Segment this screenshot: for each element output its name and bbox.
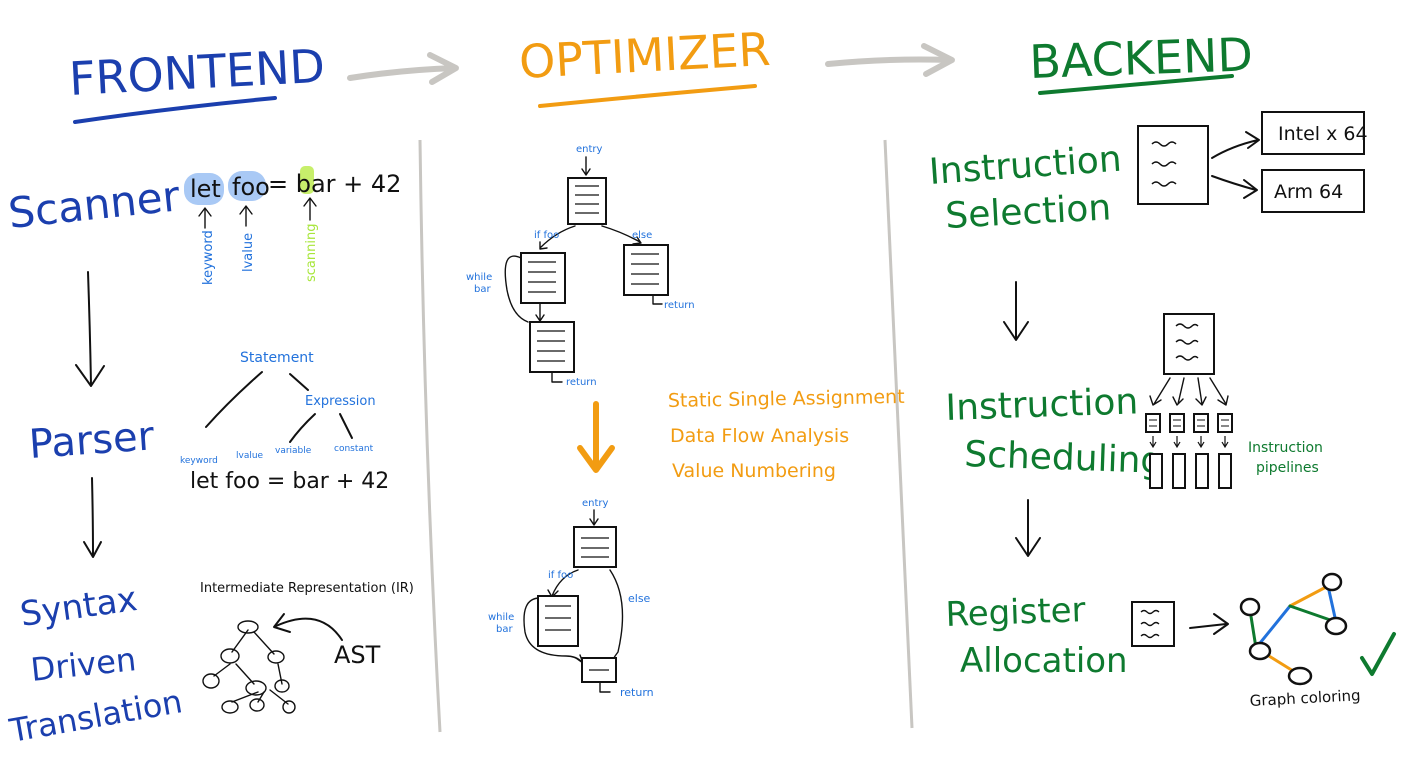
top-cfg-return-label-1: return xyxy=(664,300,695,311)
top-cfg-return-label-2: return xyxy=(566,377,597,388)
interference-graph xyxy=(1239,572,1348,686)
target-arm-label: Arm 64 xyxy=(1274,181,1343,203)
arrow-scanner-to-parser xyxy=(75,271,105,387)
bottom-cfg-while-line-1: while xyxy=(488,612,514,623)
scanner-title: Scanner xyxy=(6,171,183,238)
arrow-selection-to-scheduling xyxy=(1003,281,1029,341)
selection-title-line-1: Instruction xyxy=(928,139,1123,193)
allocation-title-line-1: Register xyxy=(945,590,1086,635)
ast-label: AST xyxy=(334,641,381,669)
bottom-cfg-else-label: else xyxy=(628,592,651,605)
sdt-title-line-2: Driven xyxy=(29,640,138,689)
ir-tree xyxy=(202,620,296,714)
bottom-cfg-block-if xyxy=(537,595,579,647)
allocation-title-line-2: Allocation xyxy=(960,641,1128,681)
top-cfg-block-exit xyxy=(529,321,575,373)
pipelines-label-line-1: Instruction xyxy=(1248,440,1323,456)
parse-variable: variable xyxy=(275,446,312,456)
scheduling-fan-arrows xyxy=(1149,377,1229,406)
target-intel: Intel x 64 xyxy=(1261,111,1368,155)
allocation-source-doc xyxy=(1131,601,1175,647)
sdt-title-line-3: Translation xyxy=(6,682,185,750)
parse-constant: constant xyxy=(334,444,374,454)
stage-title-backend: BACKEND xyxy=(1028,27,1253,89)
bottom-cfg-return-label: return xyxy=(620,686,654,699)
top-cfg-block-if xyxy=(520,252,566,304)
optimizer-underline xyxy=(538,84,757,108)
bottom-cfg-entry: entry xyxy=(582,498,609,509)
parser-code: let foo = bar + 42 xyxy=(190,469,389,494)
selection-title-line-2: Selection xyxy=(944,187,1112,237)
technique-ssa: Static Single Assignment xyxy=(668,386,905,412)
top-cfg-entry: entry xyxy=(576,144,603,155)
parse-tree-edges xyxy=(205,371,353,443)
stage-title-frontend: FRONTEND xyxy=(68,39,327,106)
parse-lvalue: lvalue xyxy=(236,451,264,461)
bottom-cfg-block-exit xyxy=(581,657,617,683)
graph-coloring-label: Graph coloring xyxy=(1249,686,1361,710)
label-scanning: scanning xyxy=(304,224,319,282)
scanner-code-rest: = bar + 42 xyxy=(268,170,401,198)
stage-title-optimizer: OPTIMIZER xyxy=(518,22,772,89)
ast-to-ir-arrow xyxy=(273,613,343,641)
backend-underline xyxy=(1038,74,1234,95)
top-cfg-else-label: else xyxy=(632,230,652,241)
ir-label: Intermediate Representation (IR) xyxy=(200,581,414,596)
scheduling-title-line-2: Scheduling xyxy=(964,434,1164,482)
top-cfg-block-else xyxy=(623,244,669,296)
selection-source-doc xyxy=(1137,125,1209,205)
pipelines-label-line-2: pipelines xyxy=(1256,460,1319,476)
allocation-arrow xyxy=(1189,613,1229,635)
separator-right xyxy=(883,139,914,729)
checkmark-icon xyxy=(1360,632,1396,676)
top-cfg-block-entry xyxy=(567,177,607,225)
lvalue-highlight xyxy=(228,171,266,201)
top-cfg-if-label: if foo xyxy=(534,230,559,241)
scanner-code-keyword: let xyxy=(190,175,221,203)
technique-vn: Value Numbering xyxy=(672,460,836,482)
parser-title: Parser xyxy=(27,413,156,468)
optimize-arrow xyxy=(577,401,615,473)
selection-arrows xyxy=(1211,131,1260,199)
separator-left xyxy=(418,139,442,733)
stage-arrow-2 xyxy=(825,43,955,77)
bottom-cfg-block-entry xyxy=(573,526,617,568)
stage-arrow-1 xyxy=(347,52,459,85)
target-arm: Arm 64 xyxy=(1261,169,1365,213)
parse-keyword: keyword xyxy=(180,456,218,466)
parse-statement: Statement xyxy=(240,350,314,366)
scheduling-source-doc xyxy=(1163,313,1215,375)
scanner-label-arrows xyxy=(198,197,317,229)
scanner-code: let foo = bar + 42 xyxy=(184,166,401,205)
scanning-highlight xyxy=(300,166,314,194)
scanner-code-identifier: foo xyxy=(232,173,270,201)
pipeline-stages xyxy=(1145,413,1233,489)
bottom-cfg-while-line-2: bar xyxy=(496,624,513,635)
top-cfg-edges xyxy=(504,156,663,383)
arrow-scheduling-to-allocation xyxy=(1015,499,1041,557)
label-keyword: keyword xyxy=(201,230,216,285)
label-lvalue: lvalue xyxy=(241,233,256,272)
bottom-cfg-if-label: if foo xyxy=(548,570,573,581)
frontend-underline xyxy=(73,96,277,124)
top-cfg-while-line-1: while xyxy=(466,272,492,283)
sdt-title-line-1: Syntax xyxy=(18,579,140,635)
arrow-parser-to-sdt xyxy=(83,477,102,558)
parse-expression: Expression xyxy=(305,394,376,409)
scheduling-title-line-1: Instruction xyxy=(945,381,1139,429)
top-cfg-while-line-2: bar xyxy=(474,284,491,295)
technique-dfa: Data Flow Analysis xyxy=(670,425,849,447)
target-intel-label: Intel x 64 xyxy=(1278,123,1368,145)
keyword-highlight xyxy=(184,173,224,205)
